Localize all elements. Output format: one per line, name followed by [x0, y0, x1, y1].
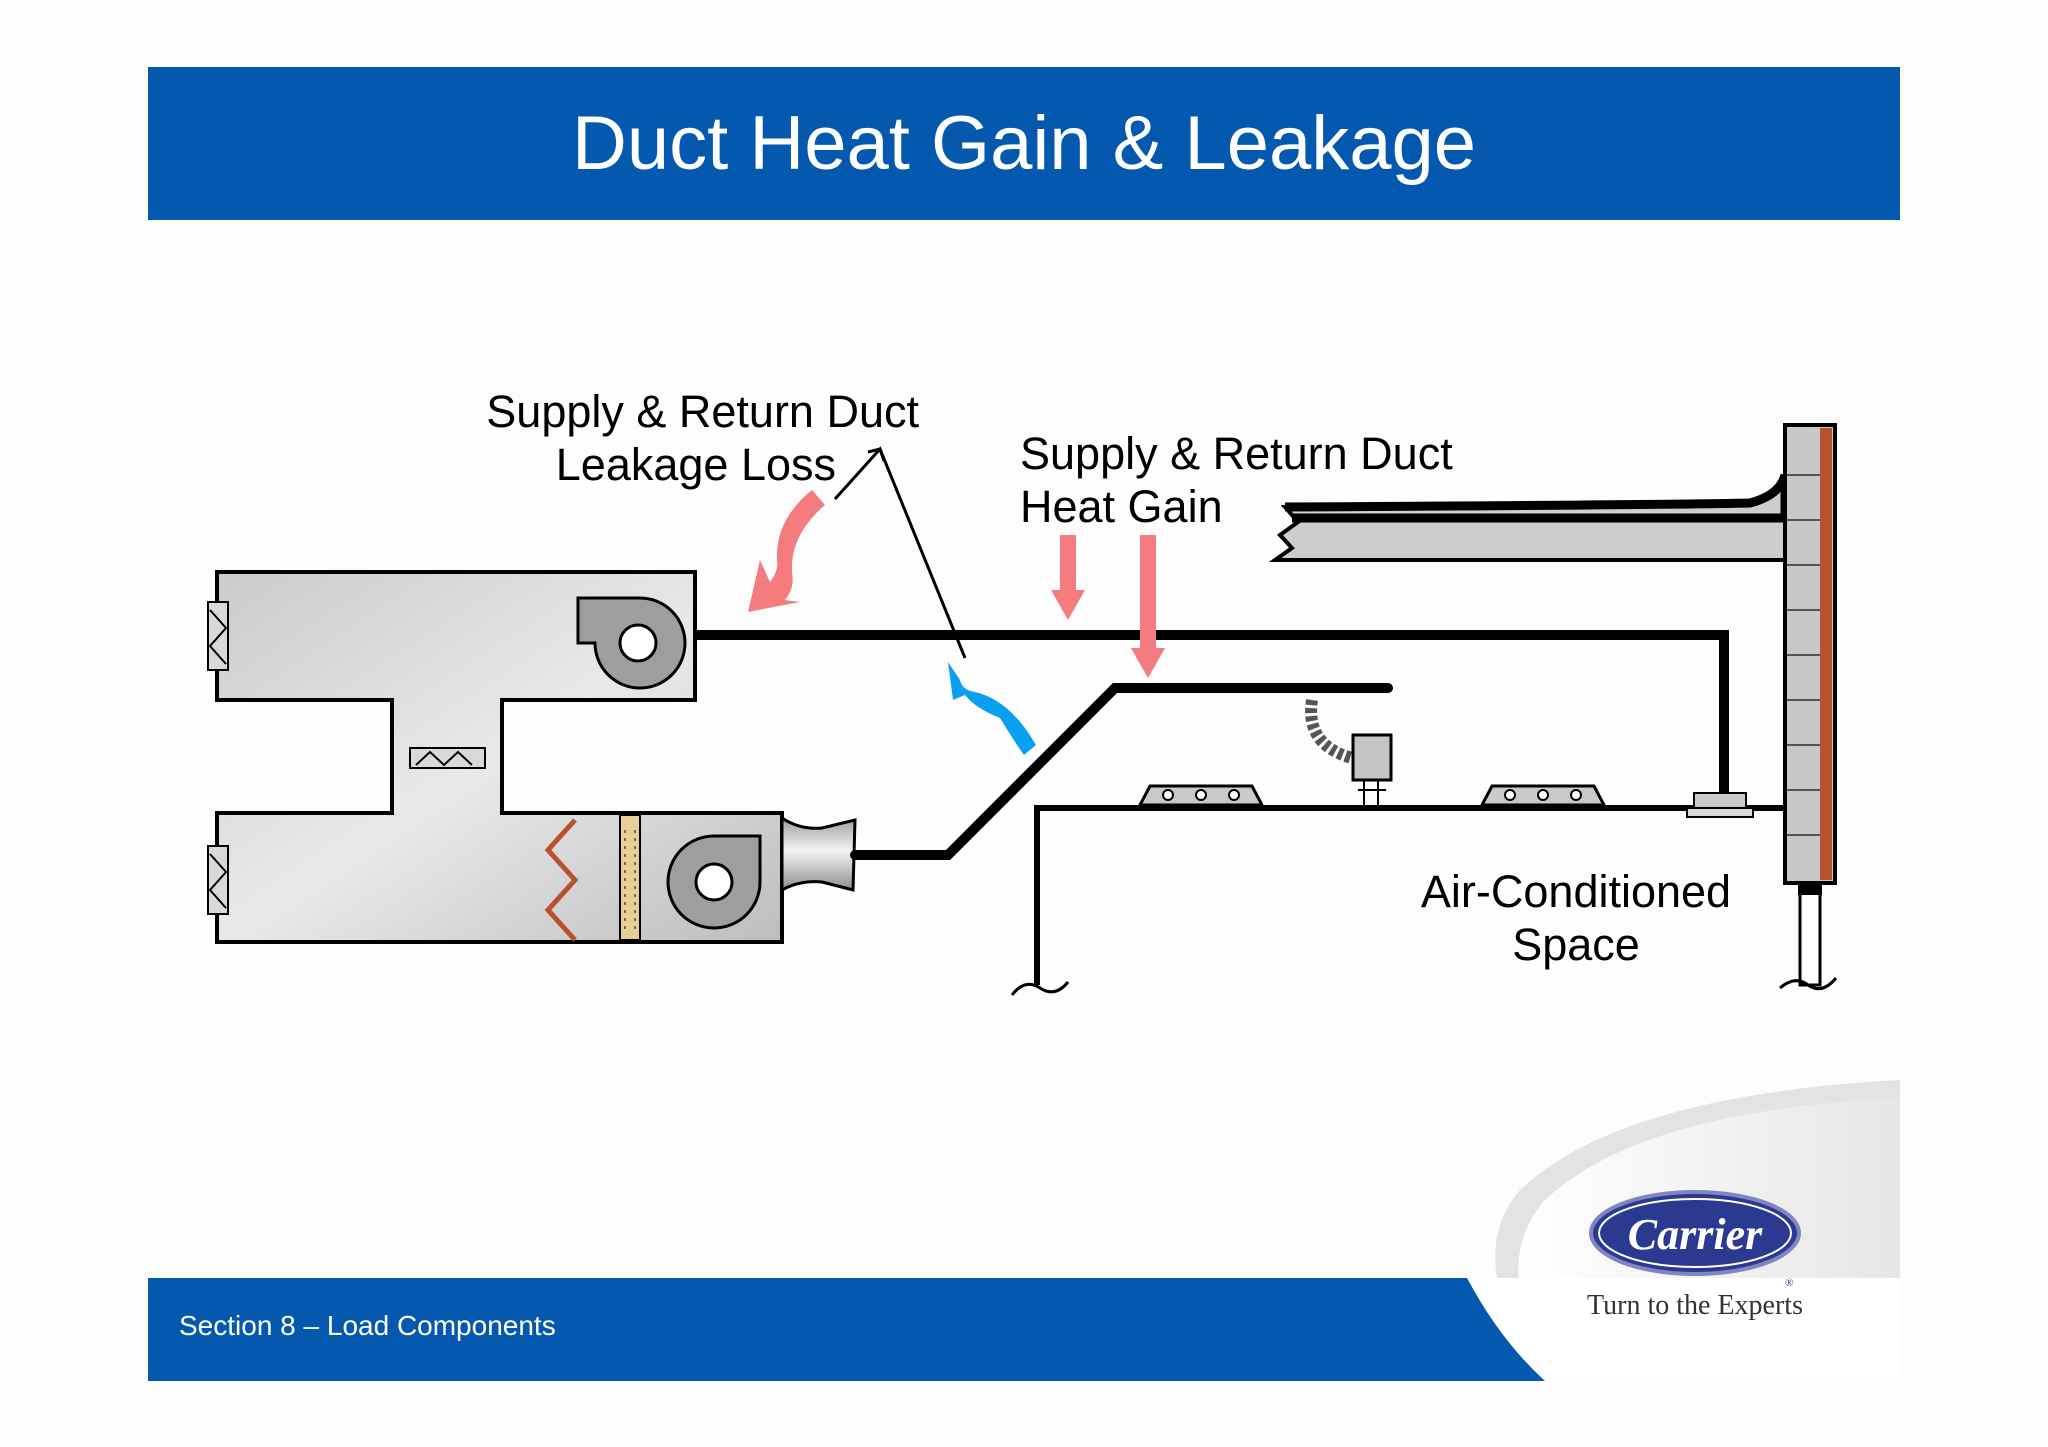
carrier-logo: Carrier ® Turn to the Experts	[1587, 1190, 1803, 1321]
leakage-label-line2: Leakage Loss	[556, 439, 836, 490]
ceiling-diffuser	[1137, 784, 1265, 807]
footer-section-label: Section 8 – Load Components	[179, 1310, 556, 1341]
return-fan-icon	[666, 834, 762, 930]
fan-discharge-collar	[780, 815, 857, 893]
exterior-wall	[1779, 423, 1838, 991]
ceiling-line	[1034, 805, 1785, 985]
vav-box-icon	[1305, 699, 1393, 808]
return-air-damper-icon	[207, 845, 229, 915]
filter-icon	[619, 814, 641, 941]
logo-tagline: Turn to the Experts	[1587, 1290, 1803, 1321]
mixing-damper-icon	[409, 747, 486, 769]
leakage-loss-arrow	[748, 490, 825, 612]
registered-mark: ®	[1785, 1277, 1793, 1289]
heat-gain-label-line1: Supply & Return Duct	[1020, 428, 1453, 479]
leakage-label-line1: Supply & Return Duct	[486, 386, 919, 437]
logo-brand-text: Carrier	[1628, 1210, 1763, 1259]
heat-gain-arrow	[1131, 535, 1165, 678]
return-duct	[850, 683, 1393, 860]
supply-duct	[695, 630, 1729, 792]
page-title: Duct Heat Gain & Leakage	[571, 101, 1477, 186]
return-leakage-arrow	[948, 662, 1036, 755]
air-handler-unit	[207, 570, 857, 944]
outside-air-damper-icon	[207, 601, 229, 671]
supply-fan-icon	[576, 596, 687, 690]
title-bar: Duct Heat Gain & Leakage	[148, 67, 1900, 220]
break-mark-left	[1010, 981, 1070, 996]
heat-gain-arrow	[1051, 535, 1085, 620]
cooling-coil-icon	[544, 818, 579, 942]
ceiling-diffuser	[1479, 784, 1607, 807]
heat-gain-label-line2: Heat Gain	[1020, 481, 1223, 532]
return-grille	[1686, 792, 1754, 818]
space-label-line1: Air-Conditioned	[1421, 866, 1731, 917]
space-label-line2: Space	[1512, 919, 1640, 970]
